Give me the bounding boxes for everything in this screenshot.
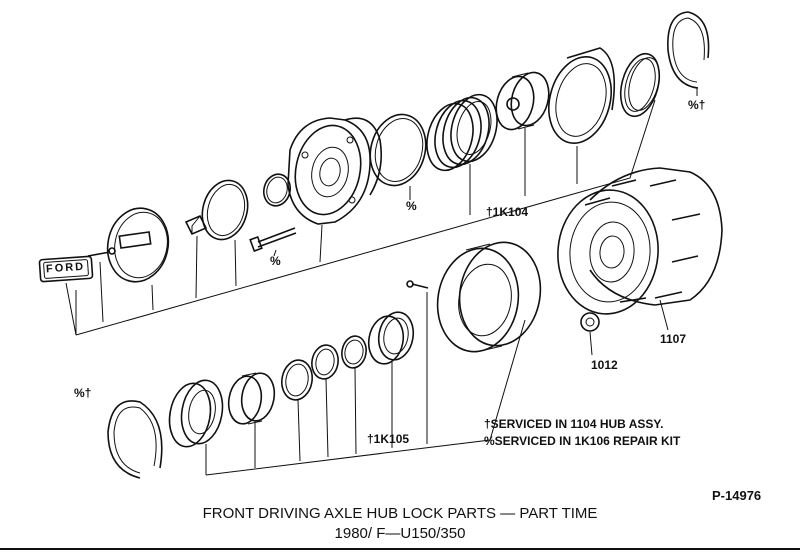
caption-subtitle: 1980/ F—U150/350	[334, 525, 466, 542]
clutch-spring	[426, 93, 498, 172]
upper-leader-bus	[75, 99, 656, 336]
large-o-ring	[201, 179, 249, 241]
part-1012-label: 1012	[591, 358, 618, 372]
hub-lock-housing	[287, 117, 383, 225]
figure-number: P-14976	[712, 488, 762, 503]
small-screw	[406, 280, 429, 289]
note-serviced-hub: †SERVICED IN 1104 HUB ASSY.	[484, 417, 664, 431]
ford-nameplate	[38, 255, 94, 283]
wheel-studs	[584, 179, 701, 303]
inner-clutch-gear	[227, 372, 276, 425]
bottom-snap-ring	[107, 400, 163, 479]
seal-ring	[369, 113, 427, 187]
bottom-rule	[0, 548, 800, 550]
ring-mark: %	[406, 199, 417, 213]
caption-title: FRONT DRIVING AXLE HUB LOCK PARTS — PART…	[202, 505, 598, 522]
toothed-ring	[619, 52, 661, 118]
lower-spring	[367, 311, 415, 365]
cam-assembly	[495, 71, 550, 131]
drive-gear	[168, 379, 224, 448]
clutch-ring	[548, 47, 616, 145]
lower-ring-3	[341, 335, 367, 369]
kit-1k105-label: †1K105	[367, 432, 410, 446]
lower-ring-2	[311, 344, 339, 380]
top-snap-ring	[667, 11, 710, 89]
lug-nut	[580, 312, 600, 332]
note-serviced-kit: %SERVICED IN 1K106 REPAIR KIT	[484, 434, 681, 448]
top-right-mark: %†	[688, 98, 706, 112]
lower-leader-bus	[205, 319, 526, 476]
bottom-left-mark: %†	[74, 386, 92, 400]
lower-gear-housing	[436, 241, 542, 353]
part-1107-label: 1107	[660, 332, 687, 346]
cap-screw	[87, 247, 116, 257]
wheel-hub	[557, 167, 723, 315]
lower-ring-1	[281, 359, 313, 401]
hub-bolt	[249, 227, 297, 253]
hub-cap	[106, 207, 170, 283]
kit-1k104-label: †1K104	[486, 205, 529, 219]
bolt-mark: %	[270, 254, 281, 268]
